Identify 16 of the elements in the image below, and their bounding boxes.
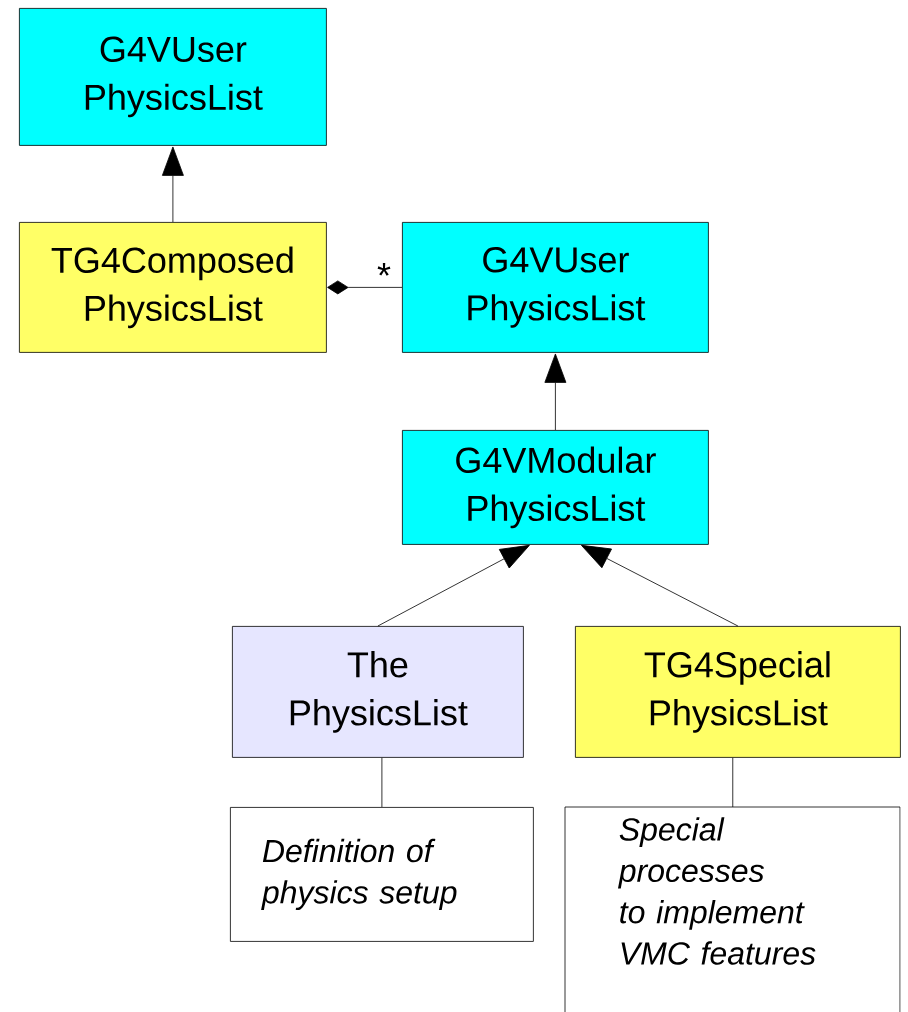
class-box: TG4Composed PhysicsList [19, 222, 327, 353]
class-box: TG4Special PhysicsList [575, 626, 901, 758]
arrow [544, 353, 567, 431]
class-box: G4VUser PhysicsList [19, 8, 327, 146]
arrow [327, 280, 403, 295]
class-box: G4VUser PhysicsList [402, 222, 709, 353]
class-box: G4VModular PhysicsList [402, 430, 709, 545]
arrow [581, 544, 739, 627]
note-box: Definition of physics setup [230, 807, 534, 942]
class-box: The PhysicsList [232, 626, 524, 758]
note-box: Special processes to implement VMC features [564, 806, 901, 1012]
arrow [377, 544, 530, 627]
multiplicity-label: * [377, 263, 391, 276]
connector-line [732, 757, 734, 808]
connector-line [381, 757, 383, 808]
arrow [161, 146, 184, 223]
